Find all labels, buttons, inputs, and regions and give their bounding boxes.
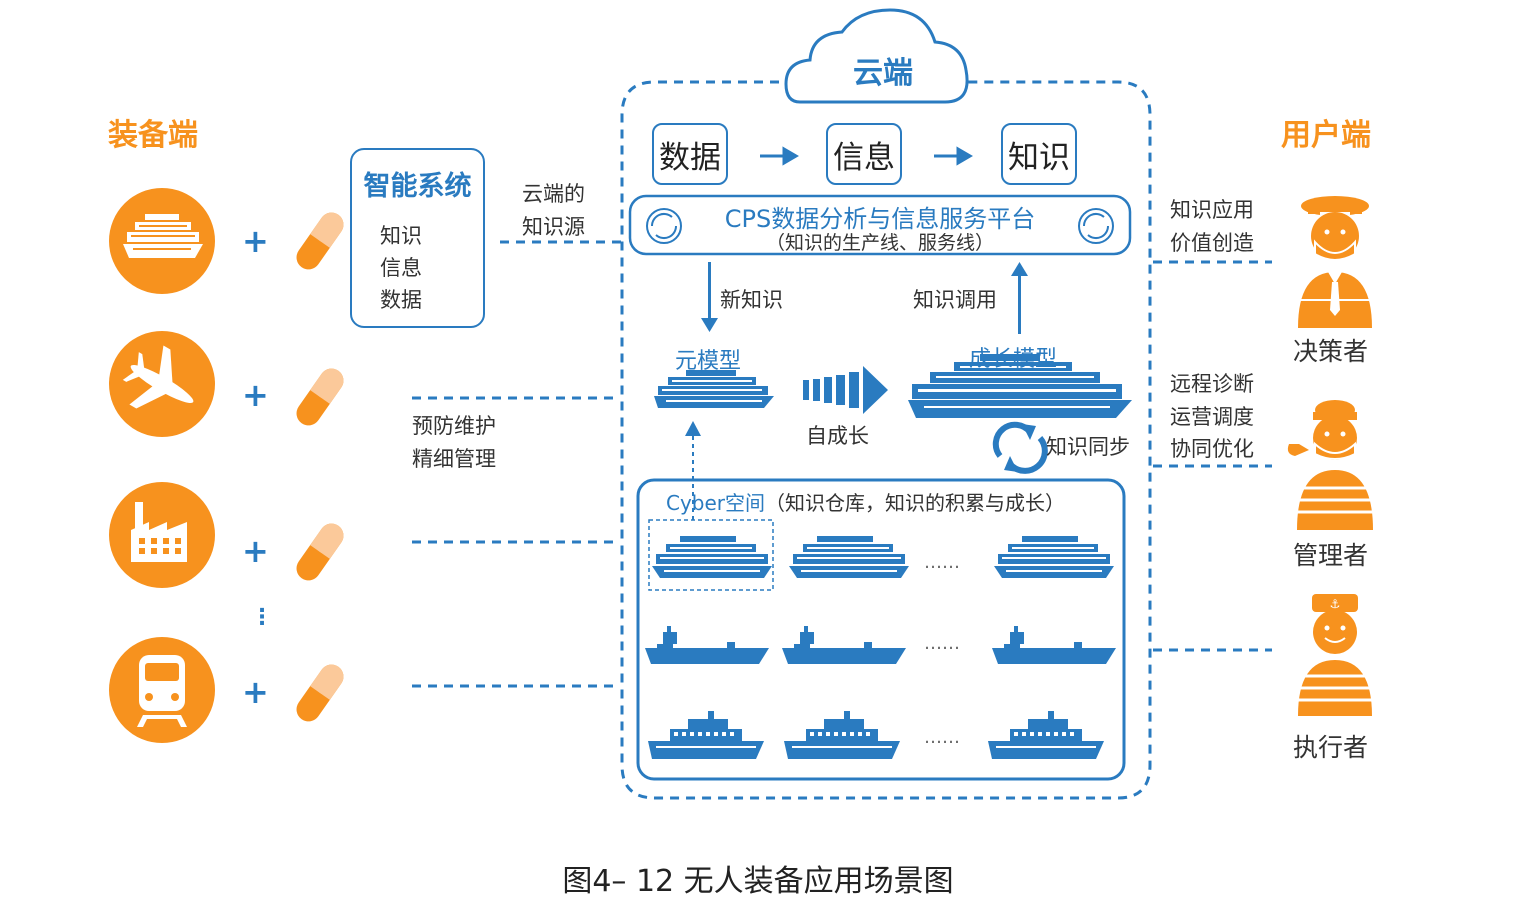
new-knowledge-label: 新知识 xyxy=(720,288,783,312)
role-executor: 执行者 xyxy=(1293,733,1369,762)
ellipsis-row1: …… xyxy=(924,552,960,573)
smart-level-knowledge: 知识 xyxy=(380,224,422,248)
value-line2: 价值创造 xyxy=(1170,230,1254,255)
plus-icon: + xyxy=(242,532,269,570)
ferry-icon xyxy=(784,711,900,759)
cyber-highlight-box xyxy=(648,519,774,591)
equipment-side-title: 装备端 xyxy=(108,118,198,153)
smart-level-data: 数据 xyxy=(380,288,422,312)
maintenance-label: 预防维护 精细管理 xyxy=(412,410,496,475)
smart-system-title: 智能系统 xyxy=(363,171,472,202)
ferry-icon xyxy=(988,711,1104,759)
pipeline-information-box: 信息 xyxy=(826,123,902,185)
arrow-right-icon xyxy=(760,146,799,166)
manager-icon xyxy=(1287,400,1373,530)
smart-level-information: 信息 xyxy=(380,256,422,280)
airplane-icon xyxy=(122,345,194,409)
capsule-icon xyxy=(296,212,344,270)
figure-caption: 图4– 12 无人装备应用场景图 xyxy=(562,864,954,899)
factory-icon xyxy=(131,502,187,562)
knowledge-sync-label: 知识同步 xyxy=(1046,435,1130,459)
cyber-header: Cyber空间（知识仓库，知识的积累与成长） xyxy=(666,487,1065,516)
more-equipment-dots: ⋮ xyxy=(251,605,273,630)
cargo-ship-icon xyxy=(782,626,906,664)
cruise-ship-icon xyxy=(652,536,772,578)
maintenance-line2: 精细管理 xyxy=(412,446,496,471)
ellipsis-row3: …… xyxy=(924,727,960,748)
platform-bar xyxy=(628,194,1132,256)
platform-title: CPS数据分析与信息服务平台 xyxy=(724,205,1036,233)
cargo-ship-icon xyxy=(645,626,769,664)
meta-model-label: 元模型 xyxy=(675,349,742,374)
self-growth-label: 自成长 xyxy=(806,424,869,448)
cruise-ship-icon xyxy=(789,536,909,578)
equipment-ship[interactable] xyxy=(109,188,215,294)
growth-model-ship-icon xyxy=(908,354,1132,418)
pipeline-knowledge-box: 知识 xyxy=(1001,123,1077,185)
dashed-arrow-up-icon xyxy=(685,421,701,520)
knowledge-source-line1: 云端的 xyxy=(522,182,585,206)
cycle-icon xyxy=(1078,208,1114,244)
sync-arrowhead xyxy=(1022,424,1036,440)
cyber-title: Cyber空间 xyxy=(666,491,766,515)
platform-subtitle: （知识的生产线、服务线） xyxy=(765,232,994,254)
capsule-icon xyxy=(296,664,344,722)
executor-icon: ⚓ xyxy=(1298,594,1372,716)
equipment-train[interactable] xyxy=(109,637,215,743)
cloud-title: 云端 xyxy=(853,56,913,91)
arrow-right-icon xyxy=(934,146,973,166)
equipment-airplane[interactable] xyxy=(109,331,215,437)
cyber-subtitle: （知识仓库，知识的积累与成长） xyxy=(765,491,1066,515)
ops-line3: 协同优化 xyxy=(1170,437,1254,462)
plus-icon: + xyxy=(242,222,269,260)
decision-maker-icon xyxy=(1298,196,1372,328)
sync-icon xyxy=(992,421,1048,474)
plus-icon: + xyxy=(242,376,269,414)
equipment-factory[interactable] xyxy=(109,482,215,588)
cloud-shape xyxy=(784,8,969,104)
cruise-ship-icon xyxy=(123,214,203,258)
sync-arrowhead xyxy=(1004,456,1018,472)
user-side-title: 用户端 xyxy=(1281,118,1371,153)
ellipsis-row2: …… xyxy=(924,633,960,654)
growth-arrow-icon xyxy=(803,366,888,414)
ops-label: 远程诊断 运营调度 协同优化 xyxy=(1170,368,1254,466)
pipeline-data-box: 数据 xyxy=(652,123,728,185)
cruise-ship-icon xyxy=(994,536,1114,578)
role-manager: 管理者 xyxy=(1293,541,1369,570)
capsule-icon xyxy=(296,368,344,426)
value-line1: 知识应用 xyxy=(1170,198,1254,222)
train-icon xyxy=(137,655,187,727)
plus-icon: + xyxy=(242,673,269,711)
value-label: 知识应用 价值创造 xyxy=(1170,194,1254,259)
maintenance-line1: 预防维护 xyxy=(412,414,496,438)
ferry-icon xyxy=(648,711,764,759)
cycle-icon xyxy=(646,208,682,244)
capsule-icon xyxy=(296,523,344,581)
smart-system-box: 智能系统 知识 信息 数据 xyxy=(350,148,485,328)
arrow-up-icon xyxy=(1011,262,1028,334)
knowledge-source-label: 云端的 知识源 xyxy=(522,178,585,243)
ops-line1: 远程诊断 xyxy=(1170,372,1254,396)
cloud-dashed-frame xyxy=(620,80,1152,800)
arrow-down-icon xyxy=(701,262,718,332)
meta-model-ship-icon xyxy=(654,370,774,408)
growth-model-label: 成长模型 xyxy=(969,347,1058,372)
knowledge-call-label: 知识调用 xyxy=(913,288,997,312)
cargo-ship-icon xyxy=(992,626,1116,664)
svg-text:⚓: ⚓ xyxy=(1330,597,1341,611)
role-decision-maker: 决策者 xyxy=(1293,337,1369,366)
knowledge-source-line2: 知识源 xyxy=(522,214,585,239)
cyber-space-box xyxy=(636,478,1126,781)
ops-line2: 运营调度 xyxy=(1170,404,1254,429)
